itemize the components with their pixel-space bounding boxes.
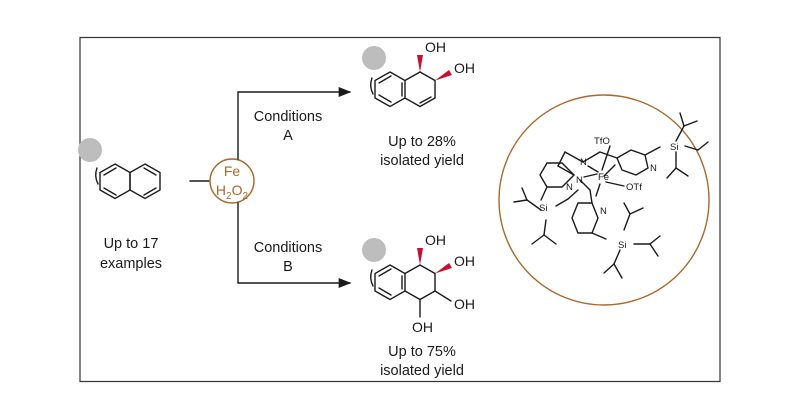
catalyst-n-pyr-right: N <box>650 163 657 174</box>
catalyst-metal: Fe <box>598 172 609 183</box>
product-b-oh-bottom: OH <box>412 319 433 335</box>
reagent-oxidant: H2O2 <box>216 182 249 202</box>
catalyst-n-amine-right: N <box>576 175 583 186</box>
substituent-marker <box>362 238 386 262</box>
product-a-dihydrodiol <box>362 46 452 108</box>
yield-a-line2: isolated yield <box>380 153 464 169</box>
product-b-oh-top: OH <box>425 232 446 248</box>
catalyst-structure <box>513 112 709 279</box>
catalyst-otf-right: OTf <box>626 182 642 193</box>
yield-b-line1: Up to 75% <box>388 344 456 360</box>
catalyst-si-bottom: Si <box>618 240 626 251</box>
substituent-marker <box>362 46 386 70</box>
conditions-a-line2: A <box>283 128 293 144</box>
reagent-metal: Fe <box>224 163 241 179</box>
product-b-oh-right-lower: OH <box>454 296 475 312</box>
conditions-a-line1: Conditions <box>254 109 323 125</box>
substrate-naphthalene <box>78 138 161 200</box>
substrate-label-line2: examples <box>100 256 162 272</box>
scheme-frame <box>79 36 721 383</box>
yield-b-line2: isolated yield <box>380 363 464 379</box>
catalyst-n-pyr-bottom: N <box>600 206 607 217</box>
substrate-label-line1: Up to 17 <box>104 236 159 252</box>
catalyst-otf-top: TfO <box>594 136 610 147</box>
catalyst-si-left: Si <box>539 203 547 214</box>
conditions-b-line1: Conditions <box>254 240 323 256</box>
substituent-marker <box>78 138 102 162</box>
product-b-tetraol <box>362 238 452 318</box>
product-a-oh-right: OH <box>454 60 475 76</box>
catalyst-n-amine-left: N <box>580 157 587 168</box>
product-a-oh-top: OH <box>425 39 446 55</box>
catalyst-n-pyr-left: N <box>566 182 573 193</box>
product-b-oh-right-upper: OH <box>454 253 475 269</box>
reagent-circle <box>209 158 255 204</box>
conditions-b-line2: B <box>283 259 293 275</box>
yield-a-line1: Up to 28% <box>388 134 456 150</box>
catalyst-si-right: Si <box>670 142 678 153</box>
